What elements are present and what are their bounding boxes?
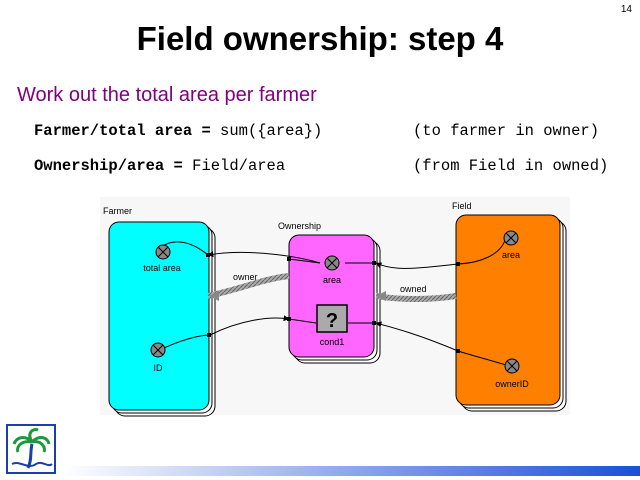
variable-ownership-area-label: area [323, 275, 341, 285]
owner-relation-arrowhead [209, 291, 219, 301]
field-submodel[interactable] [455, 214, 567, 412]
equation-equals: = [192, 122, 221, 140]
palm-tree-logo [6, 424, 56, 474]
owned-relation-label: owned [400, 284, 427, 294]
equation-lhs: Ownership/area [34, 157, 165, 175]
farmer-label: Farmer [103, 206, 132, 216]
equation-comment: (to farmer in owner) [413, 122, 600, 140]
field-box [455, 214, 561, 406]
slide-title: Field ownership: step 4 [136, 20, 504, 57]
connector-dots [206, 253, 460, 353]
owned-relation-band[interactable] [375, 293, 457, 302]
owner-relation-label: owner [233, 272, 258, 282]
variable-total-area[interactable] [155, 244, 171, 260]
variable-id-label: ID [154, 363, 164, 373]
slide-subtitle: Work out the total area per farmer [17, 84, 317, 106]
variable-field-area[interactable] [503, 230, 519, 246]
variable-field-area-label: area [502, 250, 520, 260]
equation-lhs: Farmer/total area [34, 122, 193, 140]
equation-comment: (from Field in owned) [413, 157, 609, 175]
variable-ownerid-label: ownerID [495, 379, 529, 389]
ownership-label: Ownership [278, 221, 321, 231]
condition-cond1-label: cond1 [320, 337, 345, 347]
equation-total-area: Farmer/total area = sum({area}) (to farme… [34, 122, 599, 140]
field-label: Field [452, 201, 472, 211]
farmer-submodel[interactable] [108, 221, 216, 417]
equation-rhs: sum({area}) [220, 122, 323, 140]
slide-number: 14 [620, 4, 632, 15]
equation-equals: = [164, 157, 193, 175]
owned-relation-arrowhead [376, 291, 386, 301]
condition-cond1[interactable]: ? [316, 304, 348, 333]
equation-rhs: Field/area [192, 157, 286, 175]
variable-id[interactable] [150, 342, 166, 358]
variable-total-area-label: total area [143, 263, 181, 273]
ownership-submodel[interactable] [288, 234, 381, 364]
variable-ownerid[interactable] [504, 358, 520, 374]
footer-gradient-bar [62, 466, 640, 476]
ownership-box [288, 234, 375, 358]
farmer-box [108, 221, 210, 411]
variable-ownership-area[interactable] [324, 255, 340, 271]
equation-ownership-area: Ownership/area = Field/area (from Field i… [34, 157, 608, 175]
condition-symbol: ? [326, 310, 338, 332]
